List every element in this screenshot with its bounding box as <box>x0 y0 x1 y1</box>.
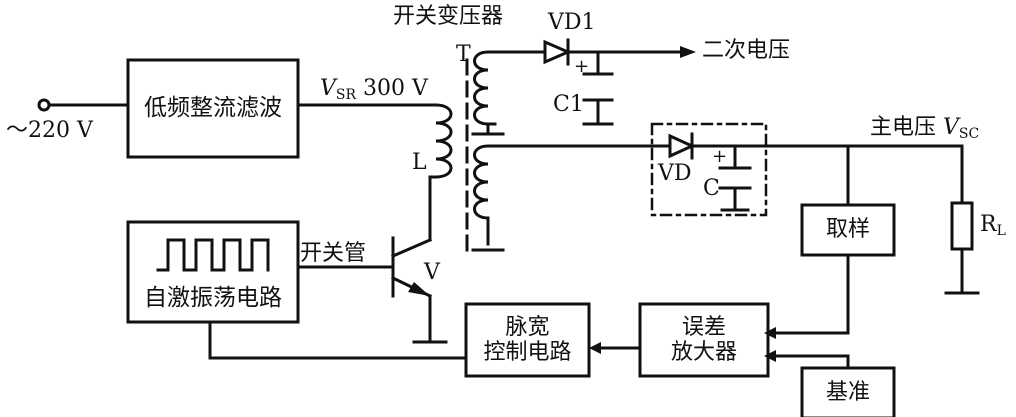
c-label: C <box>703 176 720 201</box>
pwm-label-line2: 控制电路 <box>483 340 572 365</box>
transformer-label: 开关变压器 <box>393 4 504 29</box>
vd-diode <box>668 133 696 159</box>
vsr-value: 300 V <box>363 76 428 101</box>
amp-to-pwm-arrow <box>589 342 601 354</box>
oscillator-label: 自激振荡电路 <box>144 284 282 311</box>
secondary-voltage-label: 二次电压 <box>702 38 791 63</box>
vsr-label: VSR 300 V <box>320 76 428 103</box>
oscillator-block <box>126 220 300 324</box>
inductor-label: L <box>412 150 427 175</box>
pwm-label: 脉宽 控制电路 <box>468 306 587 374</box>
secondary-output-arrow <box>680 46 696 58</box>
rectifier-block <box>126 58 300 159</box>
sampling-to-amp-arrow <box>764 327 776 339</box>
transistor-emitter-arrow <box>408 282 430 296</box>
vd1-label: VD1 <box>548 10 596 35</box>
rectifier-enclosure <box>650 122 768 217</box>
transistor-label: V <box>424 260 440 285</box>
reference-label: 基准 <box>825 380 870 406</box>
vd1-diode <box>543 39 572 65</box>
main-voltage-text: 主电压 <box>870 115 937 140</box>
sampling-label: 取样 <box>825 217 870 243</box>
pwm-block <box>464 302 591 378</box>
load-resistor <box>950 201 974 251</box>
transistor-collector <box>391 238 432 258</box>
transformer-ref-label: T <box>456 42 471 67</box>
secondary-coil-1 <box>473 50 497 126</box>
pwm-label-line1: 脉宽 <box>505 314 550 340</box>
plus2-label: + <box>712 146 728 167</box>
rl-sub: L <box>996 223 1006 239</box>
error-amp-block <box>638 302 770 378</box>
plus1-label: + <box>574 56 590 77</box>
vsr-sub: SR <box>335 87 357 103</box>
error-amp-label-line2: 放大器 <box>670 340 737 365</box>
switch-tube-label: 开关管 <box>300 241 367 266</box>
vd-label: VD <box>658 161 692 186</box>
vsr-v: V <box>320 76 336 101</box>
c1-label: C1 <box>553 92 584 117</box>
error-amp-label: 误差 放大器 <box>642 306 766 374</box>
vsc-sub: SC <box>958 126 980 142</box>
error-amp-label-line1: 误差 <box>681 314 726 340</box>
input-voltage-label: ～220 V <box>6 118 93 143</box>
reference-to-amp-arrow <box>764 350 776 362</box>
primary-coil <box>428 103 453 242</box>
rl-r: R <box>980 212 997 237</box>
load-label: RL <box>980 212 1006 239</box>
vsc-v: V <box>943 115 959 140</box>
secondary-coil-2 <box>473 144 497 246</box>
rectifier-label: 低频整流滤波 <box>144 95 282 122</box>
main-voltage-label: 主电压 VSC <box>870 115 980 142</box>
square-wave-symbol <box>156 238 270 272</box>
